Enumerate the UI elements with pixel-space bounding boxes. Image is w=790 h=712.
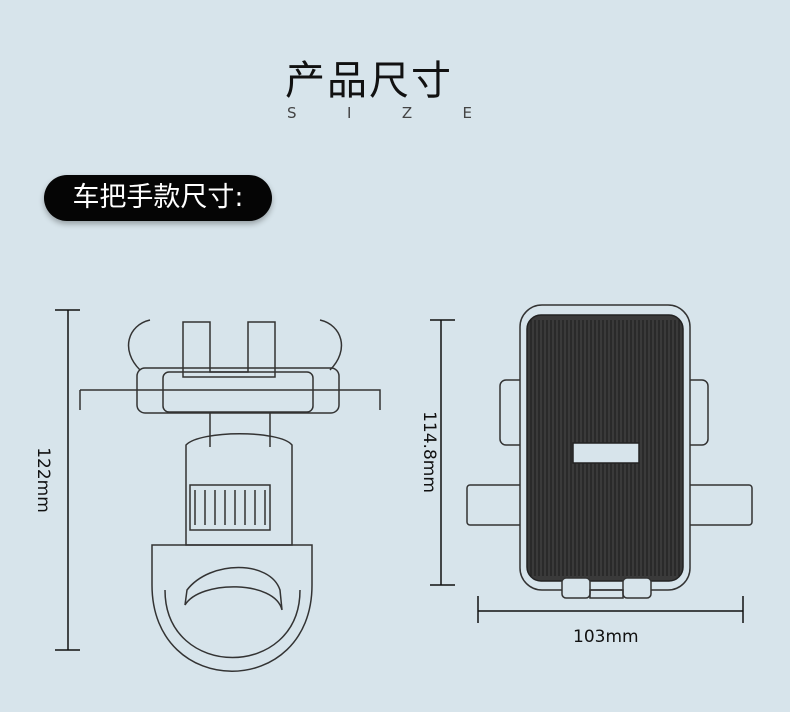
front-height-dimension-line (430, 319, 455, 586)
front-view-holder (466, 304, 753, 599)
page-subtitle: S I Z E (287, 104, 472, 122)
subtitle-letter: I (346, 104, 352, 122)
side-view-holder (79, 319, 381, 672)
side-height-label: 122mm (32, 447, 53, 513)
subtitle-letter: S (287, 104, 297, 122)
front-height-label: 114.8mm (418, 411, 439, 493)
section-label: 车把手款尺寸: (44, 175, 272, 221)
front-width-dimension-line (477, 596, 744, 623)
subtitle-letter: E (462, 104, 472, 122)
front-width-label: 103mm (573, 627, 639, 647)
subtitle-letter: Z (401, 104, 413, 122)
page-title: 产品尺寸 (285, 58, 453, 104)
side-height-dimension-line (55, 309, 80, 651)
